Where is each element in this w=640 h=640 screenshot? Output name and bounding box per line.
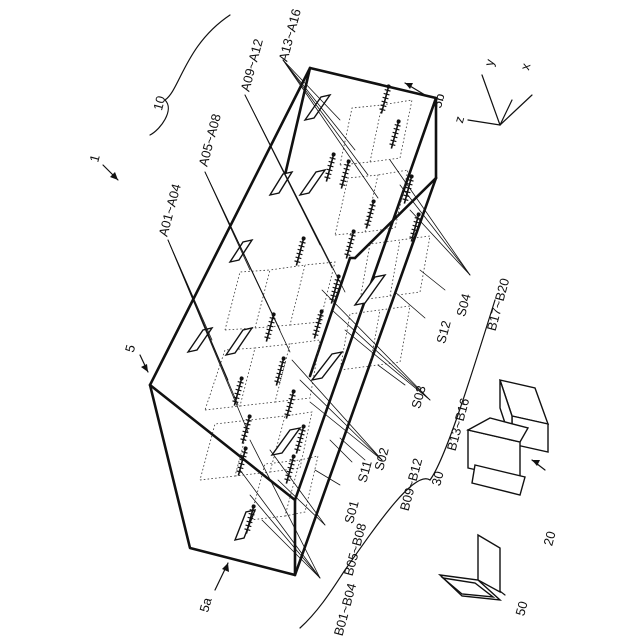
compartment-grid [200,100,430,520]
label-b05: B05~B08 [341,521,369,577]
panel-b2 [300,170,325,195]
label-s04: S04 [453,292,473,318]
sensor-probe [273,356,287,387]
laptop-terminal [440,535,500,600]
axis-x-label: x [517,61,533,72]
label-a01: A01~A04 [155,182,183,238]
sensor-probe [363,199,377,230]
sensor-probe [239,414,253,445]
label-s01: S01 [341,499,361,525]
panel-b1 [226,328,252,355]
label-5b: 5b [429,92,447,110]
label-s11: S11 [355,459,375,484]
sensor-probe [293,236,307,267]
label-s02: S02 [371,446,391,472]
axis-z-label: z [451,114,467,124]
sensor-probe [388,119,402,150]
panel-c2 [272,428,300,455]
label-20: 20 [540,529,558,547]
server-unit [468,380,548,495]
sensor-probe [231,376,245,407]
panel-a3 [270,172,292,195]
panel-a4 [305,95,330,120]
label-s12: S12 [433,319,453,345]
label-a09: A09~A12 [237,37,265,93]
panel-c4 [355,275,385,305]
label-1: 1 [86,153,102,164]
label-5a: 5a [196,595,214,614]
label-50: 50 [512,599,530,617]
axis-x-line [500,95,532,125]
label-b01: B01~B04 [331,581,359,637]
label-s03: S03 [408,384,428,410]
label-a13: A13~A16 [275,7,303,63]
sensor-probe [323,152,337,183]
label-10: 10 [150,94,168,112]
label-30: 30 [428,469,446,487]
axis-z-line [468,120,500,125]
label-a05: A05~A08 [195,112,223,168]
axis-y-label: y [481,57,497,68]
label-b09: B09~B12 [397,456,425,512]
axis-indicator [468,75,532,125]
label-b17: B17~B20 [484,276,512,332]
axis-y-line [482,75,500,125]
sensor-probe [263,312,277,343]
label-5: 5 [122,343,138,354]
sensor-probe [283,389,297,420]
